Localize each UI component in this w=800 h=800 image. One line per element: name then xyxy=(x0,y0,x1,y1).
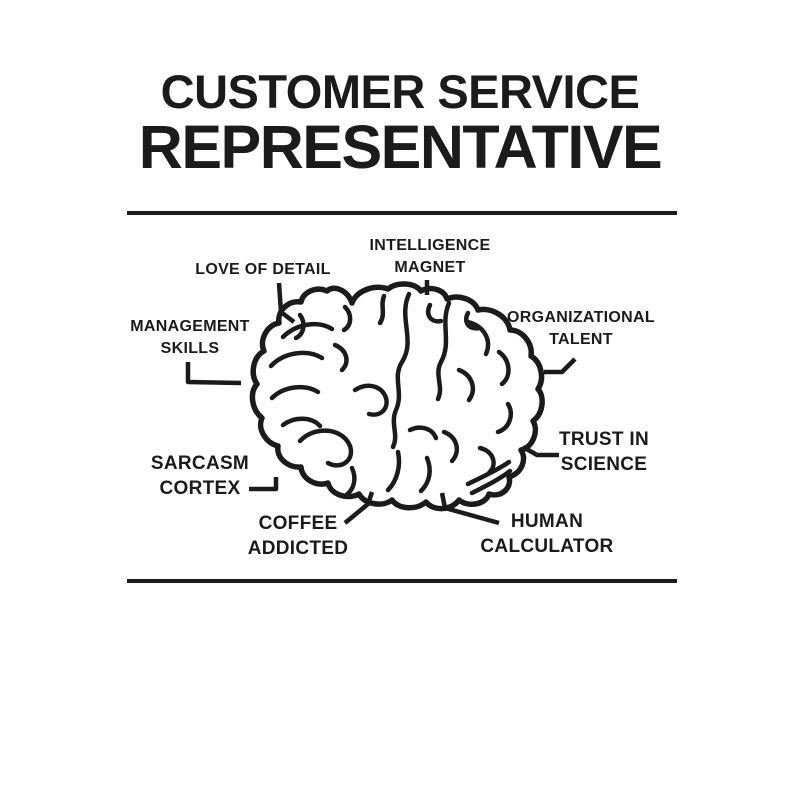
leader-organizational-talent xyxy=(544,357,577,375)
page-title-line1: CUSTOMER SERVICE xyxy=(160,65,640,118)
top-divider xyxy=(127,211,677,215)
leader-coffee-addicted xyxy=(343,491,375,525)
leader-human-calculator xyxy=(439,492,500,526)
label-organizational-talent: ORGANIZATIONAL TALENT xyxy=(507,309,655,348)
leader-lines xyxy=(185,280,577,526)
leader-love-of-detail xyxy=(276,282,296,324)
label-love-of-detail: LOVE OF DETAIL xyxy=(195,261,331,278)
label-intelligence-magnet: INTELLIGENCE MAGNET xyxy=(369,237,491,276)
label-management-skills: MANAGEMENT SKILLS xyxy=(130,318,250,357)
leader-management-skills xyxy=(185,362,242,386)
label-coffee-addicted: COFFEE ADDICTED xyxy=(247,513,349,559)
page-title-line2: REPRESENTATIVE xyxy=(138,113,663,181)
label-trust-in-science: TRUST IN SCIENCE xyxy=(558,429,649,475)
leader-trust-in-science xyxy=(521,445,559,458)
label-sarcasm-cortex: SARCASM CORTEX xyxy=(150,453,250,499)
bottom-divider xyxy=(127,579,677,583)
label-human-calculator: HUMAN CALCULATOR xyxy=(480,511,614,557)
brain-sulci xyxy=(268,291,513,499)
leader-sarcasm-cortex xyxy=(249,477,279,492)
